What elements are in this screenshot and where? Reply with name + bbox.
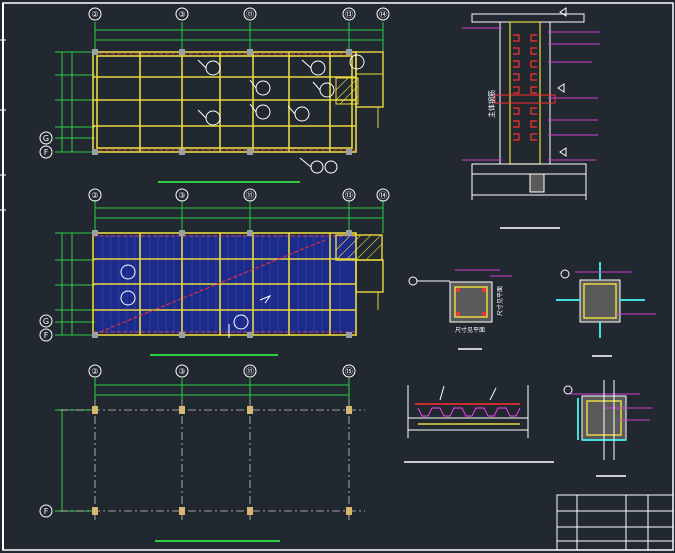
section-vertical-label: 主体钢筋 xyxy=(487,90,496,118)
circle-callout-icon xyxy=(310,60,326,76)
column-detail-caption: 尺寸见平面 xyxy=(455,326,485,334)
axis-label: ② xyxy=(91,367,98,376)
circle-callout-icon xyxy=(563,385,573,395)
row-label: F xyxy=(44,331,49,340)
column-detail: 尺寸见平面 尺寸见平面 xyxy=(408,269,512,350)
circle-callout-icon xyxy=(294,106,310,122)
title-block xyxy=(556,494,674,551)
deck-detail xyxy=(404,385,554,463)
axis-label: ⑪ xyxy=(246,10,254,19)
axis-label: ⑭ xyxy=(379,10,387,19)
circle-callout-icon xyxy=(205,60,221,76)
circle-callout-icon xyxy=(319,82,335,98)
plan-top: ② ③ ⑪ ⑬ ⑭ G F xyxy=(39,7,390,183)
column-detail-side-note: 尺寸见平面 xyxy=(496,286,504,316)
axis-label: ⑪ xyxy=(246,191,254,200)
row-label: F xyxy=(44,148,49,157)
row-label: G xyxy=(43,317,49,326)
axis-label: ② xyxy=(91,10,98,19)
plan-bottom: ② ③ ⑪ ⑮ F xyxy=(39,364,365,542)
circle-callout-icon xyxy=(324,160,338,174)
axis-label: ③ xyxy=(178,191,185,200)
axis-label: ③ xyxy=(178,10,185,19)
axis-label: ⑭ xyxy=(379,191,387,200)
circle-callout-icon xyxy=(408,276,418,286)
axis-label: ③ xyxy=(178,367,185,376)
axis-label: ⑮ xyxy=(345,367,353,376)
circle-callout-icon xyxy=(233,314,249,330)
wall-section: 主体钢筋 xyxy=(462,7,600,229)
row-label: F xyxy=(44,507,49,516)
circle-callout-icon xyxy=(205,110,221,126)
row-label: G xyxy=(43,134,49,143)
axis-label: ⑬ xyxy=(345,10,353,19)
circle-callout-icon xyxy=(255,104,271,120)
circle-callout-icon xyxy=(255,80,271,96)
circle-callout-icon xyxy=(120,290,136,306)
circle-callout-icon xyxy=(310,160,324,174)
circle-callout-icon xyxy=(349,54,365,70)
axis-label: ② xyxy=(91,191,98,200)
axis-label: ⑬ xyxy=(345,191,353,200)
joint-detail-1 xyxy=(556,262,656,357)
plan-middle: ② ③ ⑪ ⑬ ⑭ G F xyxy=(39,188,390,356)
joint-detail-2 xyxy=(563,380,652,477)
axis-label: ⑪ xyxy=(246,367,254,376)
circle-callout-icon xyxy=(560,269,570,279)
circle-callout-icon xyxy=(120,264,136,280)
